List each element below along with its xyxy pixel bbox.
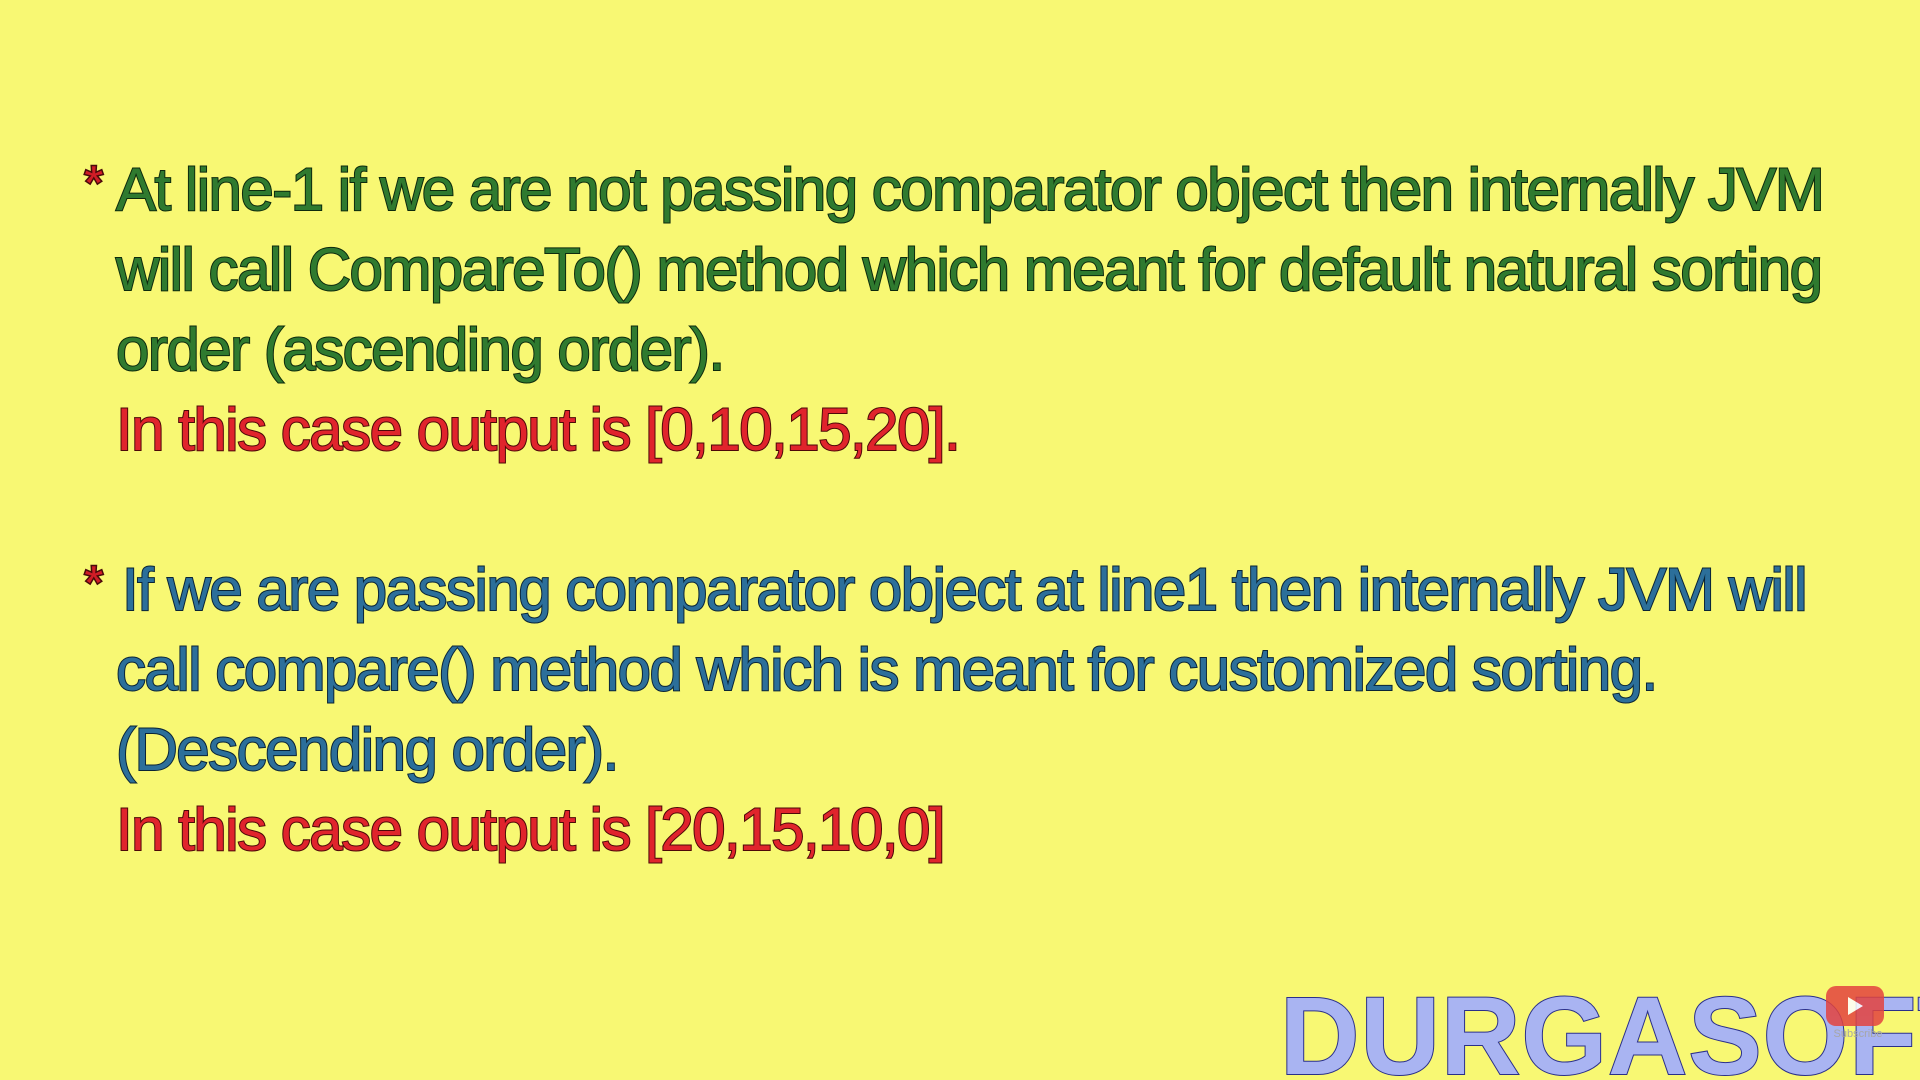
- subscribe-button[interactable]: [1826, 986, 1884, 1026]
- bullet-line: If we are passing comparator object at l…: [121, 555, 1809, 624]
- play-icon: [1848, 997, 1863, 1015]
- bullet-line: will call CompareTo() method which meant…: [115, 235, 1824, 304]
- brand-logo: DURGASOFT: [1279, 975, 1920, 1080]
- bullet-line: (Descending order).: [115, 715, 620, 784]
- bullet-asterisk: *: [83, 155, 104, 211]
- output-result: In this case output is [20,15,10,0]: [115, 795, 947, 864]
- subscribe-label[interactable]: Subscribe: [1833, 1028, 1883, 1040]
- bullet-asterisk: *: [83, 555, 104, 611]
- output-result: In this case output is [0,10,15,20].: [115, 395, 962, 464]
- bullet-line: call compare() method which is meant for…: [115, 635, 1659, 704]
- bullet-line: At line-1 if we are not passing comparat…: [115, 155, 1826, 224]
- bullet-line: order (ascending order).: [115, 315, 726, 384]
